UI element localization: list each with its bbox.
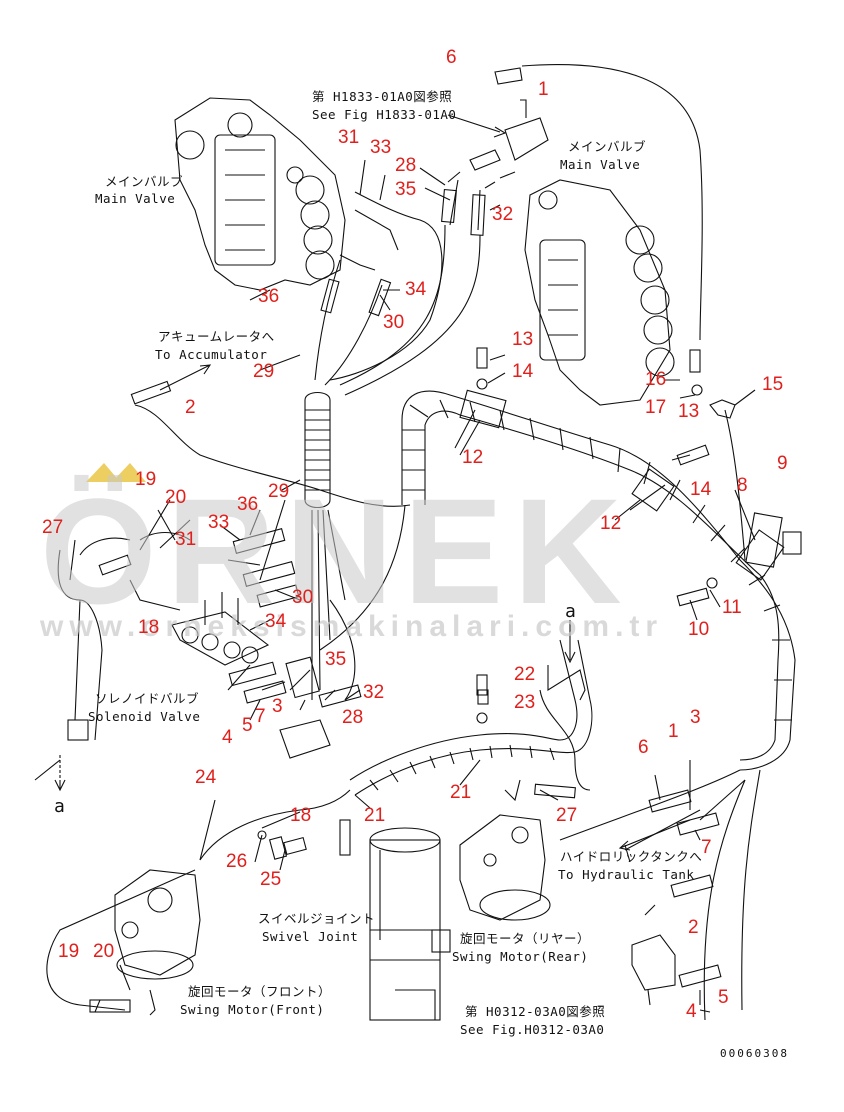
- callout-14b: 14: [690, 479, 712, 500]
- solenoid-en: Solenoid Valve: [88, 709, 201, 724]
- swing-rear-en: Swing Motor(Rear): [452, 949, 589, 964]
- callout-32b: 32: [363, 682, 385, 703]
- callout-27b: 27: [556, 805, 578, 826]
- watermark-url: www.orneksismakinalari.com.tr: [40, 610, 664, 643]
- callout-24: 24: [195, 767, 217, 788]
- swivel-en: Swivel Joint: [262, 929, 359, 944]
- main-valve-right: [524, 179, 675, 406]
- callout-31: 31: [338, 127, 360, 148]
- callout-19b: 19: [58, 941, 80, 962]
- callout-12b: 12: [600, 513, 622, 534]
- callout-14: 14: [512, 361, 534, 382]
- callout-13b: 13: [678, 401, 700, 422]
- solenoid-valve: [129, 579, 270, 666]
- callout-2: 2: [185, 397, 196, 418]
- main-valve-right-en: Main Valve: [560, 157, 641, 172]
- callout-11: 11: [722, 597, 742, 618]
- hose-coil-lower: [349, 639, 593, 796]
- callout-1: 1: [538, 79, 549, 100]
- swing-rear-jp: 旋回モータ（リヤー）: [460, 931, 591, 946]
- callout-18b: 18: [290, 805, 312, 826]
- callout-7: 7: [255, 706, 266, 727]
- callout-13: 13: [512, 329, 534, 350]
- swing-front-en: Swing Motor(Front): [180, 1002, 325, 1017]
- arrow-a-right: a: [565, 601, 577, 622]
- hyd-tank-en: To Hydraulic Tank: [558, 867, 695, 882]
- callout-17: 17: [645, 397, 667, 418]
- callout-16: 16: [645, 369, 667, 390]
- callout-25: 25: [260, 869, 282, 890]
- swing-motor-front: [114, 869, 201, 980]
- callout-28b: 28: [342, 707, 364, 728]
- callout-19: 19: [135, 469, 157, 490]
- main-valve-left-jp: メインバルブ: [105, 174, 184, 189]
- callout-30: 30: [383, 312, 405, 333]
- callout-1b: 1: [668, 721, 679, 742]
- swing-front-jp: 旋回モータ（フロント）: [188, 984, 332, 999]
- callout-36: 36: [258, 286, 280, 307]
- callout-10: 10: [688, 619, 710, 640]
- callout-12: 12: [462, 447, 484, 468]
- callout-35b: 35: [325, 649, 347, 670]
- callout-8: 8: [737, 475, 748, 496]
- callout-32: 32: [492, 204, 514, 225]
- main-valve-left: [174, 97, 346, 291]
- callout-3: 3: [272, 696, 283, 717]
- callout-35: 35: [395, 179, 417, 200]
- arrow-a-left: a: [54, 796, 66, 817]
- hyd-tank-jp: ハイドロリックタンクへ: [560, 849, 703, 864]
- solenoid-jp: ソレノイドバルブ: [95, 691, 200, 706]
- swivel-jp: スイベルジョイント: [258, 911, 376, 926]
- callout-31b: 31: [175, 529, 197, 550]
- watermark-accent: [86, 463, 146, 482]
- hose-coil-upper: [401, 390, 796, 771]
- callout-4: 4: [222, 727, 233, 748]
- ref-top-jp: 第 H1833-01A0図参照: [312, 89, 453, 104]
- callout-22: 22: [514, 664, 536, 685]
- callout-7b: 7: [701, 837, 712, 858]
- accumulator-jp: アキュームレータへ: [158, 329, 275, 344]
- callout-23: 23: [514, 692, 536, 713]
- watermark-brand: ÖRNEK: [40, 467, 632, 635]
- callout-4b: 4: [686, 1001, 697, 1022]
- main-valve-left-en: Main Valve: [95, 191, 176, 206]
- ref-bottom-jp: 第 H0312-03A0図参照: [465, 1004, 606, 1019]
- callout-30b: 30: [292, 587, 314, 608]
- callout-3b: 3: [690, 707, 701, 728]
- callout-20b: 20: [93, 941, 115, 962]
- callout-15: 15: [762, 374, 784, 395]
- callout-9: 9: [777, 453, 788, 474]
- callout-21b: 21: [364, 805, 386, 826]
- callout-34b: 34: [265, 611, 287, 632]
- callout-6b: 6: [638, 737, 649, 758]
- main-valve-right-jp: メインバルブ: [568, 139, 647, 154]
- callout-20: 20: [165, 487, 187, 508]
- callout-36b: 36: [237, 494, 259, 515]
- callout-33b: 33: [208, 512, 230, 533]
- callout-29b: 29: [268, 481, 290, 502]
- swivel-joint: [369, 827, 451, 1021]
- callout-5: 5: [242, 715, 253, 736]
- callout-28: 28: [395, 155, 417, 176]
- ref-top-en: See Fig H1833-01A0: [312, 107, 457, 122]
- accumulator-en: To Accumulator: [155, 347, 268, 362]
- callout-33: 33: [370, 137, 392, 158]
- drawing-code: 00060308: [720, 1047, 789, 1060]
- callout-27: 27: [42, 517, 64, 538]
- callout-6: 6: [446, 47, 457, 68]
- callout-5b: 5: [718, 987, 729, 1008]
- callout-21a: 21: [450, 782, 472, 803]
- ref-bottom-en: See Fig.H0312-03A0: [460, 1022, 605, 1037]
- callout-29: 29: [253, 361, 275, 382]
- callout-34: 34: [405, 279, 427, 300]
- callout-26: 26: [226, 851, 248, 872]
- callout-2b: 2: [688, 917, 699, 938]
- swing-motor-rear: [459, 779, 551, 921]
- hose-bundle-vertical: [304, 391, 346, 700]
- callout-18: 18: [138, 617, 160, 638]
